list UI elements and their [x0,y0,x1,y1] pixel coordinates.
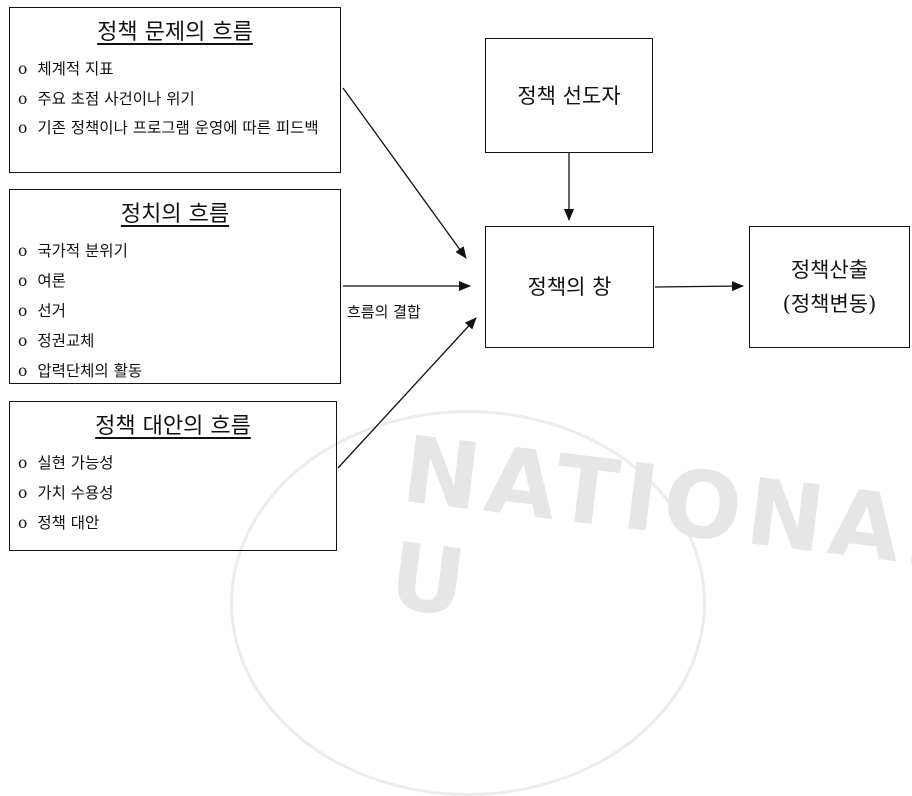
arrow-problem-to-window [342,87,467,259]
policy-entrepreneur-label: 정책 선도자 [517,83,621,108]
policy-output-box: 정책산출 (정책변동) [749,226,910,348]
problem-stream-title: 정책 문제의 흐름 [97,20,253,45]
politics-stream-title: 정치의 흐름 [120,202,230,227]
coupling-label: 흐름의 결합 [347,303,421,321]
connector-arrows [337,87,744,469]
policy-output-label: 정책산출 (정책변동) [750,253,909,321]
policy-entrepreneur-box: 정책 선도자 [485,38,653,153]
policy-output-line1: 정책산출 [790,258,869,282]
policy-window-box: 정책의 창 [485,226,654,348]
arrow-alternatives-to-window [337,317,477,469]
alternatives-stream-title: 정책 대안의 흐름 [95,414,251,439]
policy-output-line2: (정책변동) [782,292,877,316]
policy-window-label: 정책의 창 [527,275,612,299]
arrow-window-to-output [654,281,744,292]
